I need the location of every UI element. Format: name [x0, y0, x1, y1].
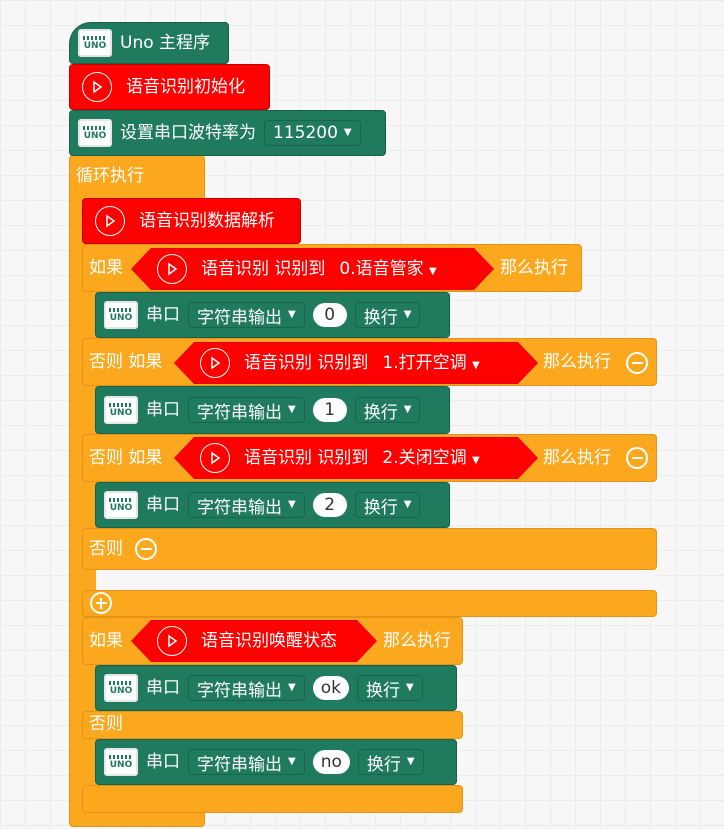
command-dropdown[interactable]: 1.打开空调 ▼ — [382, 352, 480, 373]
command-dropdown[interactable]: 0.语音管家 ▼ — [339, 258, 437, 279]
newline-dropdown[interactable]: 换行▼ — [354, 492, 421, 518]
condition-recognized-3[interactable]: 语音识别 识别到 2.关闭空调 ▼ — [174, 437, 538, 479]
chevron-down-icon: ▼ — [472, 359, 480, 371]
condition-label: 语音识别 识别到 — [244, 447, 369, 468]
chevron-down-icon: ▼ — [406, 756, 415, 767]
uno-board-icon: UNO — [78, 119, 112, 147]
uno-board-icon: UNO — [104, 748, 138, 776]
condition-recognized-2[interactable]: 语音识别 识别到 1.打开空调 ▼ — [174, 342, 538, 384]
uno-board-icon: UNO — [104, 396, 138, 424]
then-label: 那么执行 — [543, 352, 611, 372]
then-label: 那么执行 — [383, 631, 451, 651]
then-label: 那么执行 — [500, 258, 568, 278]
output-mode-dropdown[interactable]: 字符串输出▼ — [188, 302, 305, 328]
parse-label: 语音识别数据解析 — [139, 210, 275, 231]
wake-state-condition[interactable]: 语音识别唤醒状态 — [131, 620, 377, 662]
chevron-down-icon: ▼ — [405, 682, 414, 693]
condition-label: 语音识别 识别到 — [244, 352, 369, 373]
output-value-input[interactable]: no — [312, 750, 350, 774]
serial-label: 串口 — [146, 494, 180, 515]
newline-dropdown[interactable]: 换行▼ — [356, 675, 423, 701]
chevron-down-icon: ▼ — [288, 756, 296, 767]
serial-print-block[interactable]: UNO 串口 字符串输出▼ 0 换行▼ — [95, 292, 450, 338]
output-value-input[interactable]: 2 — [312, 493, 347, 517]
baud-rate-block[interactable]: UNO 设置串口波特率为 115200▼ — [69, 110, 386, 156]
output-value-input[interactable]: 0 — [312, 303, 347, 327]
output-mode-dropdown[interactable]: 字符串输出▼ — [188, 397, 305, 423]
serial-label: 串口 — [146, 304, 180, 325]
output-value-input[interactable]: 1 — [312, 398, 347, 422]
serial-label: 串口 — [146, 399, 180, 420]
serial-label: 串口 — [146, 751, 180, 772]
voice-parse-block[interactable]: 语音识别数据解析 — [82, 198, 301, 244]
baud-rate-dropdown[interactable]: 115200▼ — [264, 120, 361, 146]
else-label: 否则 — [89, 714, 123, 734]
empty-slot — [96, 570, 657, 590]
play-icon — [200, 348, 230, 378]
else-row[interactable] — [82, 528, 657, 570]
hat-label: Uno 主程序 — [120, 32, 211, 53]
else-label: 否则 — [89, 539, 123, 559]
if-block-footer[interactable] — [82, 590, 657, 617]
serial-label: 串口 — [146, 677, 180, 698]
play-icon — [157, 626, 187, 656]
else-if-label: 否则 如果 — [89, 448, 163, 468]
chevron-down-icon: ▼ — [288, 682, 296, 693]
chevron-down-icon: ▼ — [403, 499, 412, 510]
newline-dropdown[interactable]: 换行▼ — [354, 397, 421, 423]
condition-recognized-1[interactable]: 语音识别 识别到 0.语音管家 ▼ — [131, 248, 494, 290]
serial-print-block[interactable]: UNO 串口 字符串输出▼ ok 换行▼ — [95, 665, 457, 711]
loop-label: 循环执行 — [76, 166, 144, 186]
chevron-down-icon: ▼ — [403, 404, 412, 415]
output-value-input[interactable]: ok — [312, 676, 349, 700]
chevron-down-icon: ▼ — [288, 309, 296, 320]
chevron-down-icon: ▼ — [403, 309, 412, 320]
uno-board-icon: UNO — [104, 301, 138, 329]
init-label: 语音识别初始化 — [126, 76, 245, 97]
baud-label: 设置串口波特率为 — [120, 122, 256, 143]
minus-icon[interactable] — [626, 447, 648, 469]
else-if-label: 否则 如果 — [89, 352, 163, 372]
if-label: 如果 — [89, 631, 123, 651]
output-mode-dropdown[interactable]: 字符串输出▼ — [188, 675, 305, 701]
chevron-down-icon: ▼ — [288, 499, 296, 510]
play-icon — [200, 443, 230, 473]
command-dropdown[interactable]: 2.关闭空调 ▼ — [382, 447, 480, 468]
wake-label: 语音识别唤醒状态 — [201, 630, 337, 651]
serial-print-block[interactable]: UNO 串口 字符串输出▼ no 换行▼ — [95, 739, 457, 785]
else-row[interactable] — [82, 711, 463, 739]
serial-print-block[interactable]: UNO 串口 字符串输出▼ 2 换行▼ — [95, 482, 450, 528]
uno-board-icon: UNO — [104, 674, 138, 702]
minus-icon[interactable] — [626, 352, 648, 374]
uno-board-icon: UNO — [104, 491, 138, 519]
newline-dropdown[interactable]: 换行▼ — [354, 302, 421, 328]
if-block-footer[interactable] — [82, 785, 463, 813]
chevron-down-icon: ▼ — [472, 454, 480, 466]
play-icon — [157, 254, 187, 284]
chevron-down-icon: ▼ — [288, 404, 296, 415]
condition-label: 语音识别 识别到 — [201, 258, 326, 279]
serial-print-block[interactable]: UNO 串口 字符串输出▼ 1 换行▼ — [95, 386, 450, 434]
play-icon — [82, 72, 112, 102]
if-label: 如果 — [89, 258, 123, 278]
plus-icon[interactable] — [90, 592, 112, 614]
play-icon — [95, 206, 125, 236]
voice-init-block[interactable]: 语音识别初始化 — [69, 64, 270, 110]
main-program-hat[interactable]: UNO Uno 主程序 — [69, 22, 229, 64]
uno-board-icon: UNO — [78, 29, 112, 57]
output-mode-dropdown[interactable]: 字符串输出▼ — [188, 492, 305, 518]
minus-icon[interactable] — [135, 538, 157, 560]
then-label: 那么执行 — [543, 448, 611, 468]
output-mode-dropdown[interactable]: 字符串输出▼ — [188, 749, 305, 775]
newline-dropdown[interactable]: 换行▼ — [357, 749, 424, 775]
chevron-down-icon: ▼ — [343, 127, 352, 138]
chevron-down-icon: ▼ — [429, 265, 437, 277]
